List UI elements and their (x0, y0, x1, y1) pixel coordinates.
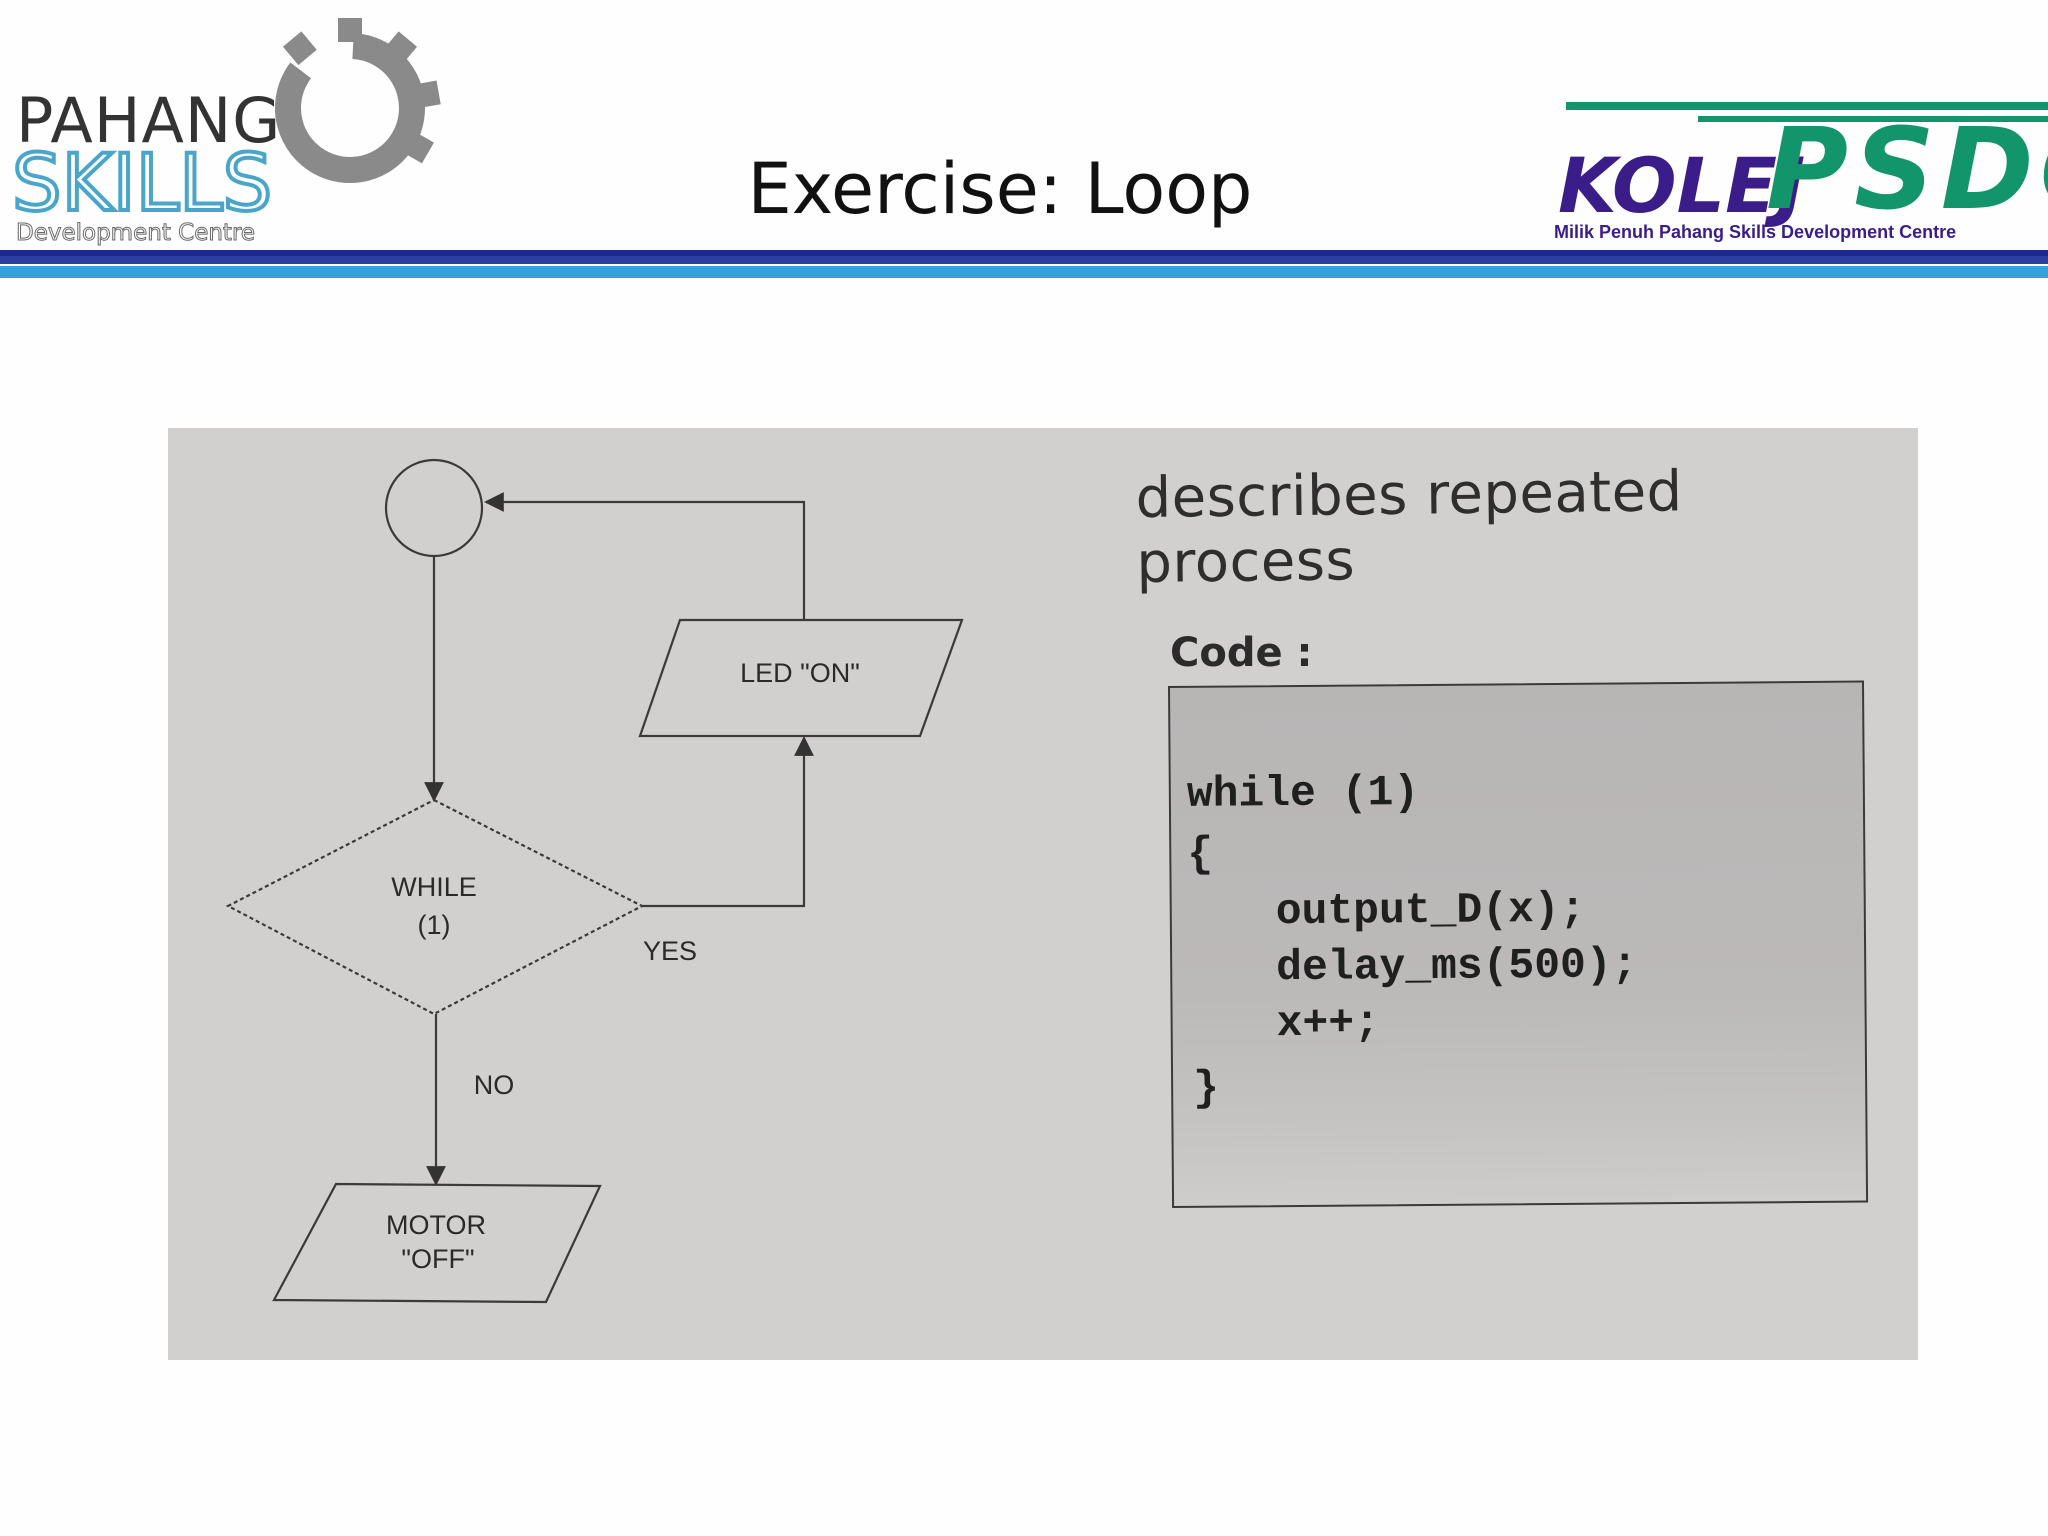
title-text: Exercise: Loop (747, 148, 1253, 230)
code-line: output_D(x); (1275, 884, 1586, 937)
code-line: } (1192, 1063, 1220, 1113)
skills-text: SKILLS (12, 139, 272, 229)
development-centre-text: Development Centre (16, 220, 255, 246)
code-line: x++; (1276, 998, 1381, 1049)
code-line: delay_ms(500); (1276, 940, 1638, 993)
motor-off-line1: MOTOR (386, 1210, 486, 1240)
decision-line1: WHILE (391, 872, 477, 902)
start-connector (384, 458, 484, 558)
psdc-text: PSDC (1766, 105, 2048, 235)
code-line: while (1) (1186, 768, 1420, 819)
description-text: describes repeated process (1135, 459, 1684, 596)
yes-line (642, 736, 814, 908)
kolej-text: KOLEJ (1558, 141, 1805, 230)
textbook-photo: WHILE (1) LED "ON" MOTOR "OFF" YES NO de… (168, 428, 1918, 1360)
no-label: NO (474, 1070, 515, 1100)
kolej-psdc-logo: KOLEJ PSDC Milik Penuh Pahang Skills Dev… (1554, 102, 2048, 242)
pahang-skills-logo: PAHANG SKILLS Development Centre (10, 18, 441, 247)
pahang-text: PAHANG (16, 84, 281, 157)
gear-icon (275, 18, 441, 183)
decision-diamond (225, 798, 645, 1016)
kolej-tagline: Milik Penuh Pahang Skills Development Ce… (1554, 222, 1956, 242)
code-line: { (1187, 829, 1214, 879)
flowchart: WHILE (1) LED "ON" MOTOR "OFF" YES NO (225, 458, 964, 1304)
code-box: while (1) { output_D(x); delay_ms(500); … (1168, 680, 1869, 1208)
motor-off-line2: "OFF" (401, 1244, 474, 1274)
decision-line2: (1) (418, 910, 451, 940)
page-title: Exercise: Loop (0, 148, 2048, 230)
code-label: Code : (1170, 630, 1313, 676)
yes-label: YES (643, 936, 697, 966)
loop-back-line (484, 492, 806, 620)
led-on-label: LED "ON" (740, 658, 860, 688)
led-on-parallelogram (638, 618, 964, 738)
header-band (0, 250, 2048, 278)
motor-off-parallelogram (272, 1182, 602, 1304)
